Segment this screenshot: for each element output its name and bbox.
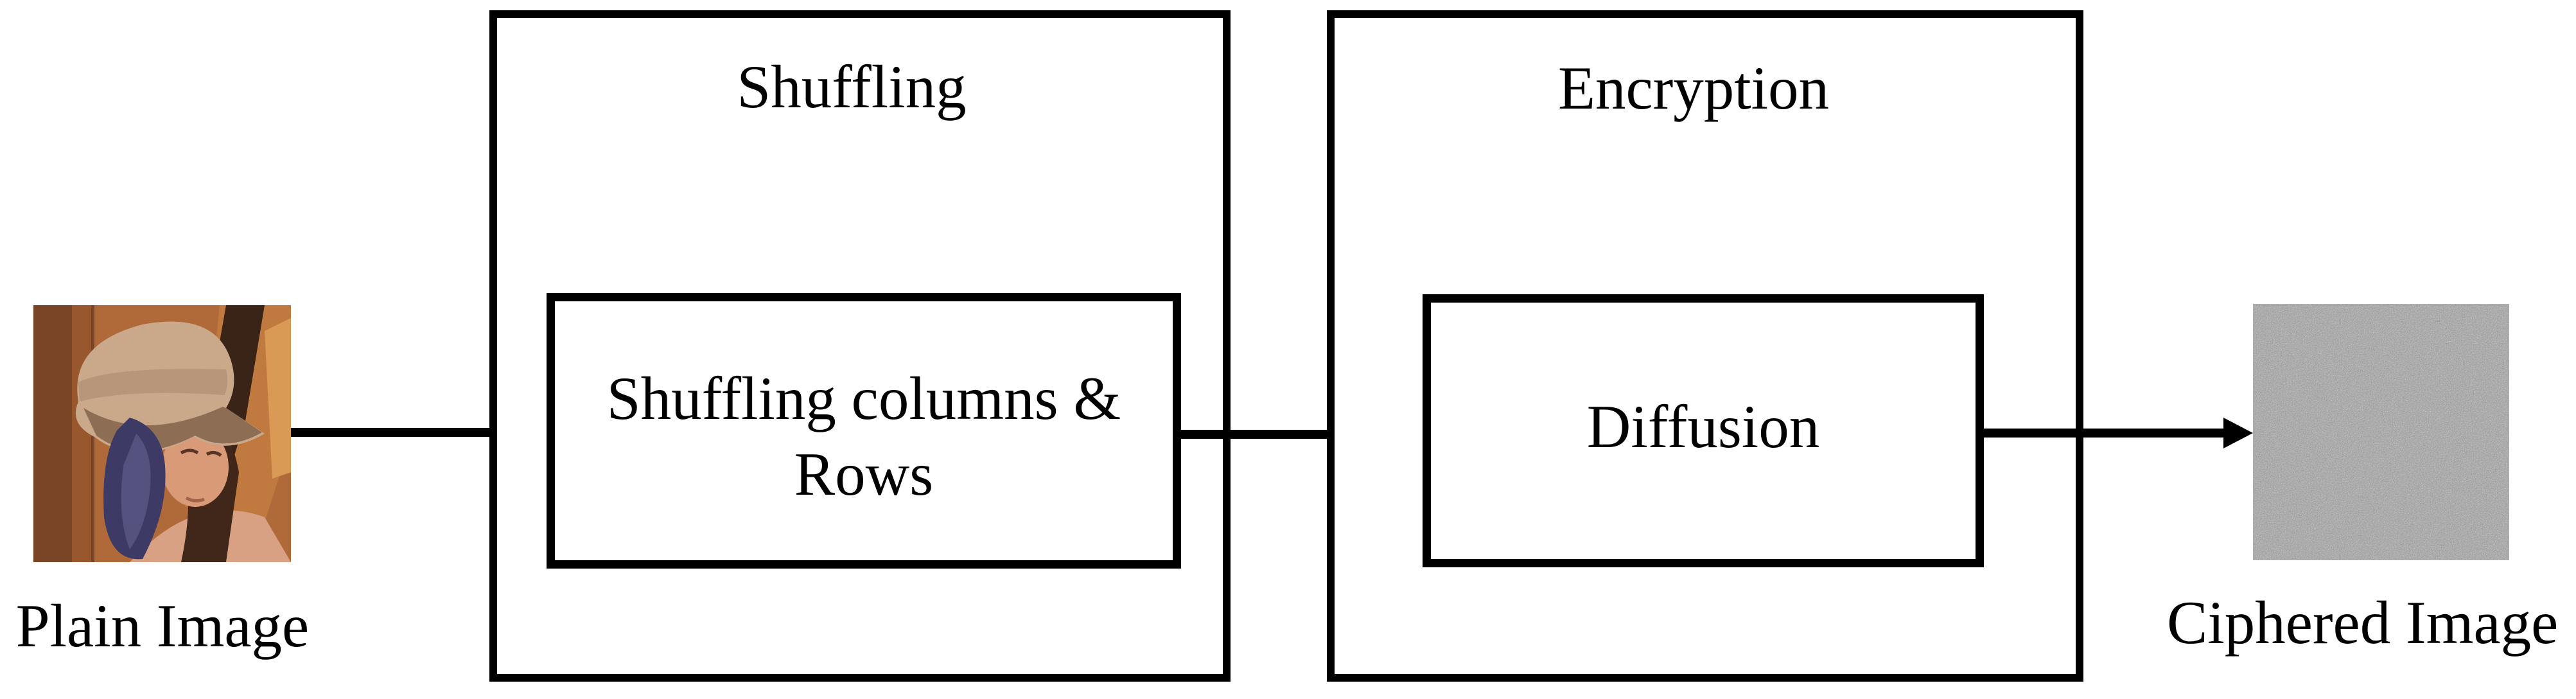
arrow-right-icon — [1979, 429, 2224, 438]
shuffling-inner-box — [547, 293, 1181, 569]
shuffling-stage-title: Shuffling — [737, 53, 967, 121]
shuffling-inner-line2: Rows — [794, 440, 934, 508]
shuffling-inner-text: Shuffling columns & Rows — [547, 360, 1181, 512]
diffusion-label: Diffusion — [1586, 393, 1820, 461]
ciphered-image-label: Ciphered Image — [2167, 588, 2559, 657]
shuffling-inner-line1: Shuffling columns & — [606, 364, 1121, 432]
arrow-right-icon — [2223, 418, 2253, 448]
ciphered-image-photo — [2253, 304, 2509, 560]
plain-image-photo — [33, 305, 291, 562]
encryption-stage-title: Encryption — [1557, 54, 1830, 122]
arrow-right-icon — [291, 428, 522, 437]
plain-image-label: Plain Image — [15, 592, 310, 660]
diffusion-inner-box — [1423, 294, 1984, 567]
